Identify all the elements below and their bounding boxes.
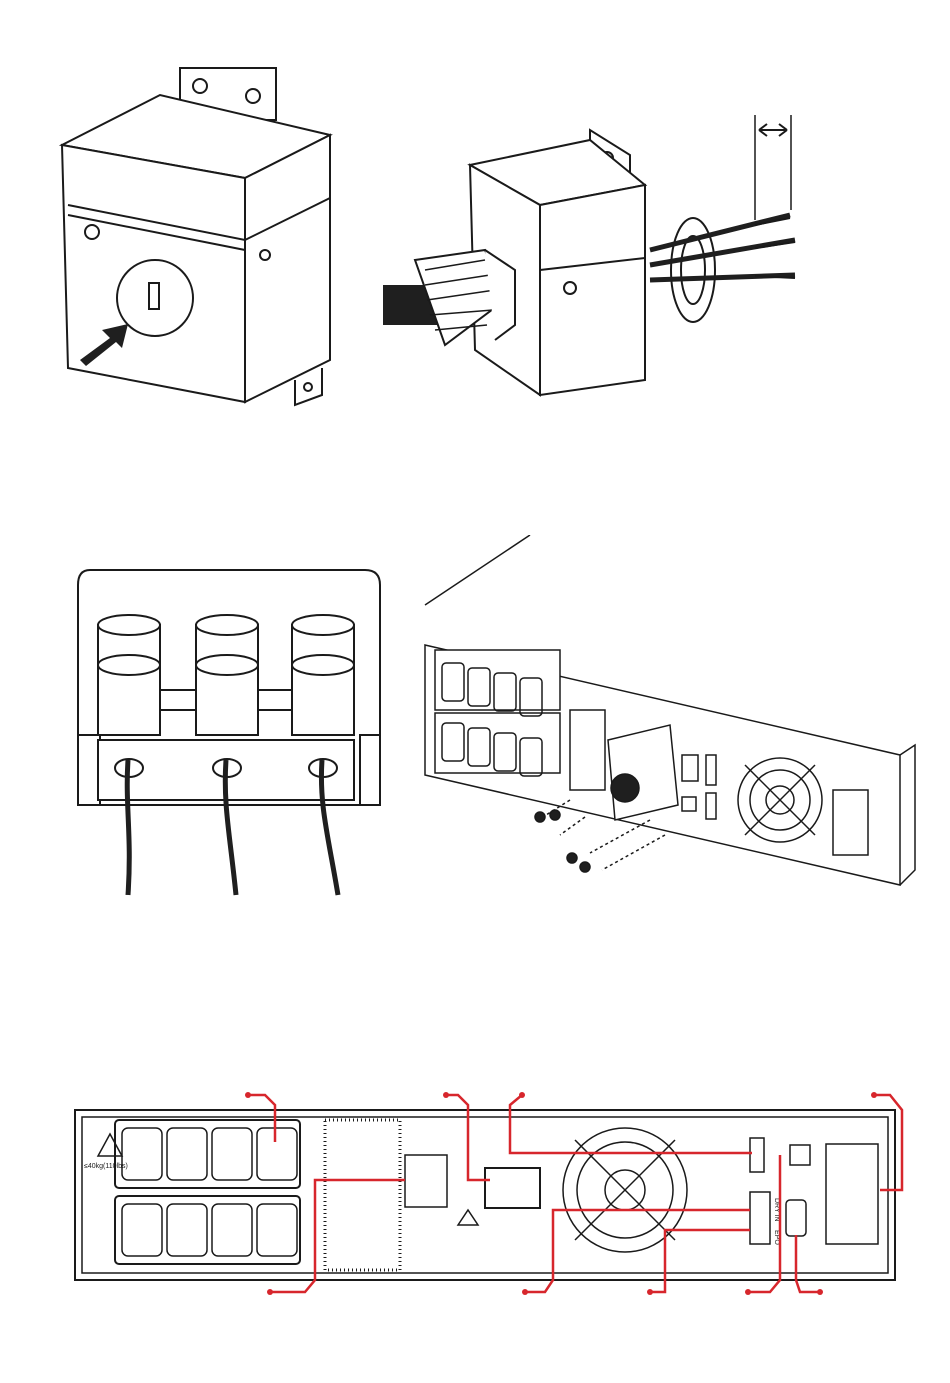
width-arrow-icon [759, 124, 787, 136]
ups-rear-panel-diagram: ≤40kg(110lbs) DRY IN EPO [60, 1080, 920, 1310]
terminal-screw-1 [98, 615, 160, 735]
battery-connector [405, 1155, 447, 1207]
cable-gland-illustration [375, 110, 815, 410]
wiring-box-knockout-illustration [40, 50, 370, 420]
terminal-block-illustration [70, 565, 390, 900]
terminal-screw-3 [292, 615, 354, 735]
screw-pair-bottom [567, 853, 590, 872]
terminal-screw-2 [196, 615, 258, 735]
warning-weight-label: ≤40kg(110lbs) [84, 1163, 128, 1170]
ups-rear-mounting-illustration [420, 535, 920, 905]
screw-pair-top [535, 810, 560, 822]
ac-input-socket [485, 1168, 540, 1208]
